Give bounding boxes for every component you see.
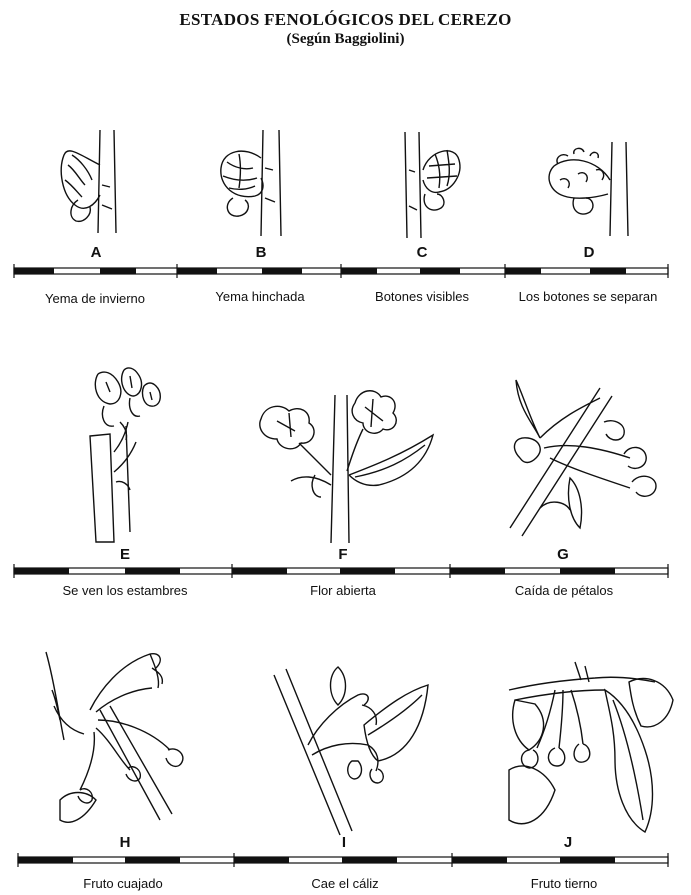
stage-letter-a: A	[81, 244, 111, 261]
stage-caption-j: Fruto tierno	[531, 876, 597, 891]
visible-buttons-icon	[385, 130, 495, 240]
stage-letter-e: E	[110, 546, 140, 563]
stage-letter-i: I	[329, 834, 359, 851]
separating-buttons-icon	[540, 140, 650, 240]
stage-letter-b: B	[246, 244, 276, 261]
stage-letter-f: F	[328, 546, 358, 563]
young-fruit-icon	[505, 660, 680, 835]
stage-caption-g: Caída de pétalos	[515, 583, 613, 598]
stage-caption-h: Fruto cuajado	[83, 876, 163, 891]
timeline-bar-row-1	[0, 262, 691, 282]
stage-letter-d: D	[574, 244, 604, 261]
stage-caption-b: Yema hinchada	[215, 289, 304, 304]
stage-letter-g: G	[548, 546, 578, 563]
swollen-bud-icon	[205, 128, 315, 238]
stage-caption-f: Flor abierta	[310, 583, 376, 598]
fruit-set-icon	[40, 650, 215, 830]
timeline-bar-row-2	[0, 562, 691, 582]
petal-fall-icon	[500, 378, 675, 548]
stage-caption-e: Se ven los estambres	[62, 583, 187, 598]
calyx-fall-icon	[268, 665, 438, 840]
stage-letter-j: J	[553, 834, 583, 851]
stage-caption-a: Yema de invierno	[45, 291, 145, 306]
timeline-bar-row-3	[0, 851, 691, 871]
stage-caption-i: Cae el cáliz	[311, 876, 378, 891]
stage-letter-h: H	[110, 834, 140, 851]
page-title: ESTADOS FENOLÓGICOS DEL CEREZO	[0, 10, 691, 30]
page-subtitle: (Según Baggiolini)	[0, 31, 691, 48]
stamens-visible-icon	[70, 362, 180, 544]
open-flower-icon	[255, 375, 440, 545]
stage-caption-d: Los botones se separan	[519, 289, 658, 304]
stage-caption-c: Botones visibles	[375, 289, 469, 304]
dormant-bud-icon	[40, 125, 150, 235]
stage-letter-c: C	[407, 244, 437, 261]
